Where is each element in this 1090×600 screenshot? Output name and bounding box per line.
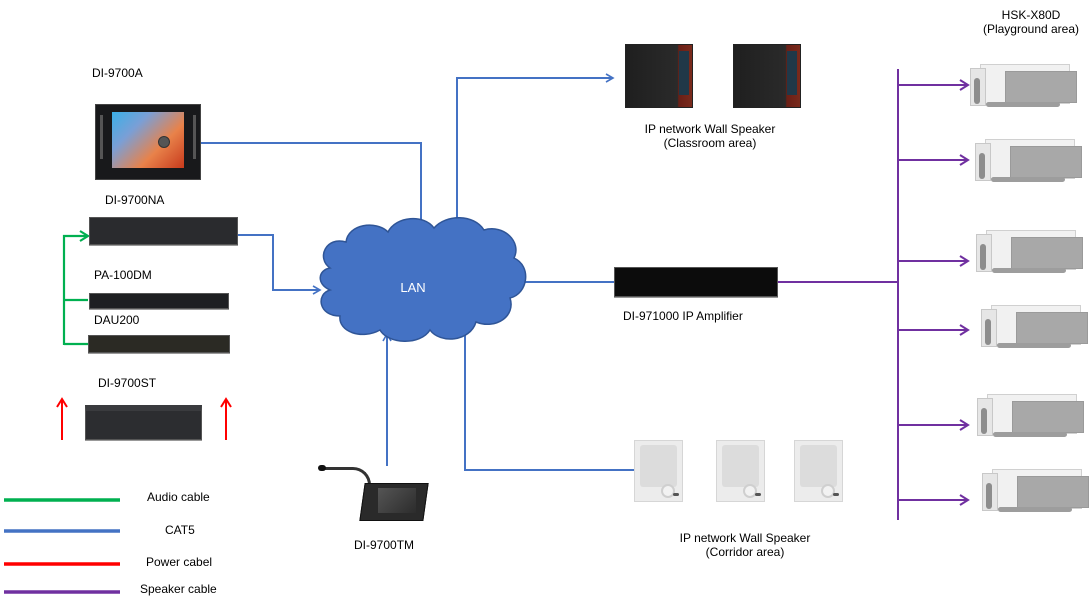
playground-speaker-5: [977, 392, 1084, 440]
legend-label-audio: Audio cable: [147, 490, 210, 504]
playground-speaker-3: [976, 228, 1083, 276]
label-di9700na: DI-9700NA: [105, 193, 165, 207]
label-playground-line1: HSK-X80D: [1001, 8, 1061, 22]
corridor-speaker-3: [794, 440, 843, 502]
label-playground-line2: (Playground area): [982, 22, 1080, 36]
device-di9700na: [89, 217, 238, 245]
label-playground: HSK-X80D (Playground area): [972, 8, 1090, 36]
label-dau200: DAU200: [94, 313, 140, 327]
device-di9700st: [85, 405, 202, 440]
legend-label-speaker: Speaker cable: [140, 582, 217, 596]
classroom-speaker-2: [733, 44, 801, 108]
cat5-di9700na-to-lan: [238, 234, 322, 295]
cat5-lan-to-corridor: [464, 330, 634, 471]
corridor-speaker-1: [634, 440, 683, 502]
device-di9700tm: [318, 465, 429, 525]
cat5-di9700a-to-lan: [201, 142, 426, 239]
label-ip-amplifier: DI-971000 IP Amplifier: [623, 309, 743, 323]
playground-speaker-6: [982, 467, 1089, 515]
device-di9700a: [95, 104, 201, 180]
label-di9700a: DI-9700A: [92, 66, 143, 80]
lan-label: LAN: [400, 280, 425, 295]
corridor-speaker-2: [716, 440, 765, 502]
label-corridor-line1: IP network Wall Speaker: [679, 531, 811, 545]
legend-label-power: Power cabel: [146, 555, 213, 569]
label-classroom-line2: (Classroom area): [663, 136, 757, 150]
label-corridor-line2: (Corridor area): [705, 545, 785, 559]
label-corridor: IP network Wall Speaker (Corridor area): [645, 531, 845, 559]
classroom-speaker-1: [625, 44, 693, 108]
device-dau200: [88, 335, 230, 353]
lan-cloud: [319, 217, 527, 342]
playground-speaker-4: [981, 303, 1088, 351]
cat5-lan-to-classroom: [456, 73, 615, 240]
playground-speaker-1: [970, 62, 1077, 110]
label-di9700st: DI-9700ST: [98, 376, 157, 390]
label-di9700tm: DI-9700TM: [354, 538, 415, 552]
label-classroom: IP network Wall Speaker (Classroom area): [610, 122, 810, 150]
playground-speaker-2: [975, 137, 1082, 185]
device-pa100dm: [89, 293, 229, 309]
audio-to-di9700na: [62, 230, 91, 345]
label-pa100dm: PA-100DM: [94, 268, 152, 282]
label-classroom-line1: IP network Wall Speaker: [644, 122, 776, 136]
legend-label-cat5: CAT5: [165, 523, 195, 537]
device-ip-amplifier: [614, 267, 778, 297]
